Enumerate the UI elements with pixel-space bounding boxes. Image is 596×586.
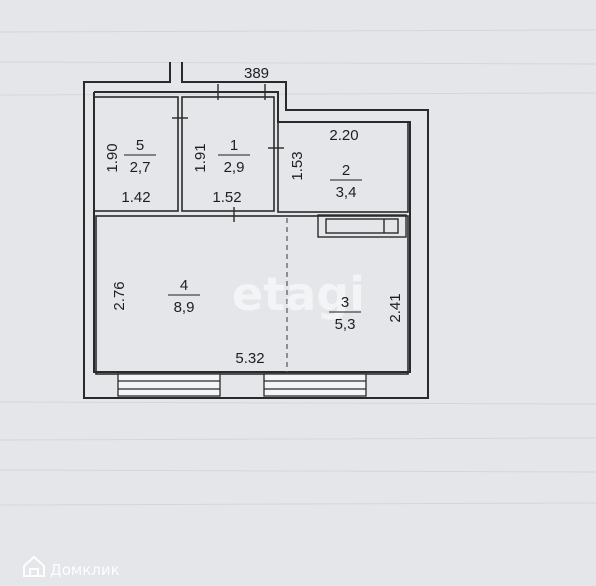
room-4-number: 4	[180, 277, 188, 294]
walls	[83, 62, 429, 399]
door-marks	[172, 84, 284, 222]
room-2-number: 2	[342, 162, 350, 179]
room-1-outline	[181, 96, 275, 212]
room-1-area: 2,9	[224, 159, 245, 176]
room-4-area: 8,9	[174, 299, 195, 316]
room-4-width-dim: 5.32	[235, 350, 264, 367]
room-1-number: 1	[230, 137, 238, 154]
room-3-height-dim: 2.41	[387, 293, 404, 322]
top-dimension-label: 389	[244, 65, 269, 82]
room-5-area: 2,7	[130, 159, 151, 176]
room-2-area: 3,4	[336, 184, 357, 201]
room-5-number: 5	[136, 137, 144, 154]
paper-texture	[0, 29, 596, 506]
windows	[117, 373, 367, 397]
room-5-outline	[93, 96, 179, 212]
room-3-number: 3	[341, 294, 349, 311]
room-5: 5 2,7 1.90 1.42	[104, 137, 156, 206]
window-left	[117, 373, 221, 397]
room-2-outline	[277, 121, 409, 213]
vent-element	[317, 214, 407, 238]
room-2-width-dim: 2.20	[329, 127, 358, 144]
logo-text: Домклик	[50, 561, 120, 579]
room-5-height-dim: 1.90	[104, 143, 121, 172]
room-2-height-dim: 1.53	[289, 151, 306, 180]
room-2: 2.20 2 3,4 1.53	[289, 127, 362, 201]
room-3: 3 5,3 2.41	[329, 293, 404, 333]
room-4: 4 8,9 2.76 5.32	[111, 277, 265, 367]
room-1: 1 2,9 1.91 1.52	[192, 137, 250, 206]
domclick-logo: Домклик	[23, 555, 120, 579]
room-4-outline	[95, 215, 409, 375]
room-4-height-dim: 2.76	[111, 281, 128, 310]
room-5-width-dim: 1.42	[121, 189, 150, 206]
room-1-width-dim: 1.52	[212, 189, 241, 206]
room-outlines	[93, 96, 409, 375]
window-right	[263, 373, 367, 397]
room-3-area: 5,3	[335, 316, 356, 333]
house-icon	[23, 555, 45, 577]
room-1-height-dim: 1.91	[192, 143, 209, 172]
